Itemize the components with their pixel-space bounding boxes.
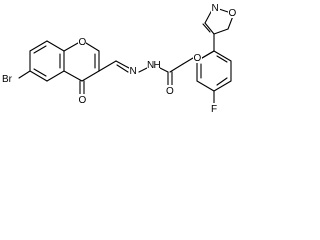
chromone-benzo-ring bbox=[29, 40, 65, 82]
isoxazole-nitrogen-label: N bbox=[212, 3, 219, 14]
fluorine-label: F bbox=[211, 104, 217, 115]
hydrazone-n1-label: N bbox=[130, 66, 137, 77]
atom-label-bromine: Br bbox=[2, 73, 18, 85]
atom-label-hydrazone-n1: N bbox=[129, 65, 138, 77]
hydrazone-n2-label: N bbox=[147, 60, 154, 71]
isoxazole-ring bbox=[202, 8, 234, 52]
atom-label-ring-oxygen: O bbox=[78, 36, 87, 48]
hydrazone-h-label: H bbox=[154, 60, 161, 71]
atom-label-amide-oxygen: O bbox=[166, 85, 174, 97]
fluorophenyl-ring bbox=[196, 50, 232, 105]
isoxazole-oxygen-label: O bbox=[229, 8, 237, 19]
atom-label-hydrazone-n2: N H bbox=[147, 59, 161, 71]
atom-label-keto-oxygen: O bbox=[78, 94, 87, 106]
molecule-structure-diagram: Br O O N N H O O N O F bbox=[2, 2, 237, 115]
atom-label-isoxazole-oxygen: O bbox=[228, 7, 237, 19]
atom-label-isoxazole-nitrogen: N bbox=[211, 2, 220, 14]
bromine-bond bbox=[18, 70, 31, 79]
amide-oxygen-label: O bbox=[166, 86, 174, 97]
keto-oxygen-label: O bbox=[79, 95, 87, 106]
bromine-label: Br bbox=[2, 74, 13, 85]
hydrazone-linker bbox=[98, 57, 194, 87]
chromone-pyranone-ring bbox=[63, 42, 100, 96]
atom-label-ether-oxygen: O bbox=[193, 52, 202, 64]
ether-oxygen-label: O bbox=[194, 53, 202, 64]
ring-oxygen-label: O bbox=[79, 37, 87, 48]
atom-label-fluorine: F bbox=[210, 103, 218, 115]
